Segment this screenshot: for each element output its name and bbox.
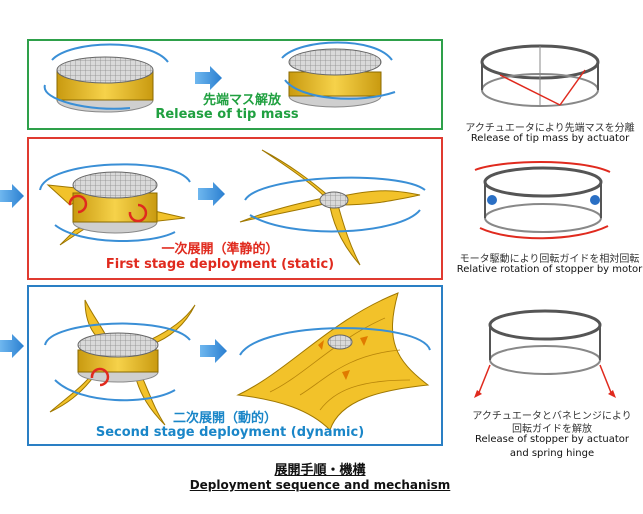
stage3-title-en: Second stage deployment (dynamic)	[95, 425, 365, 440]
footer-title-jp: 展開手順・機構	[274, 463, 366, 478]
stage-transition-arrow-2	[198, 182, 225, 206]
stage3-title-jp: 二次展開（動的）	[172, 411, 277, 426]
mechanism-photo-stopper-release	[474, 309, 618, 398]
entry-arrow-stage3	[0, 334, 24, 358]
mechanism-photo-motor-rotation	[470, 161, 615, 245]
stage2-title-en: First stage deployment (static)	[105, 257, 335, 272]
mech3-caption-en-line1: Release of stopper by actuator	[474, 434, 630, 445]
mech3-caption-jp-line2: 回転ガイドを解放	[512, 424, 592, 435]
stage1-title-en: Release of tip mass	[155, 107, 299, 122]
mechanism-photo-tip-release	[470, 42, 610, 112]
mech2-caption-jp: モータ駆動により回転ガイドを相対回転	[459, 254, 640, 265]
mech2-caption-en: Relative rotation of stopper by motor	[456, 264, 643, 275]
stage1-before-drum	[43, 43, 169, 113]
stage3-before-drum	[44, 299, 196, 426]
mech3-caption-jp-line1: アクチュエータとバネヒンジにより	[472, 411, 632, 422]
footer-title-en: Deployment sequence and mechanism	[189, 478, 451, 492]
stage3-after-sail	[236, 292, 431, 431]
stage2-title-jp: 一次展開（準静的）	[161, 242, 279, 257]
entry-arrow-stage2	[0, 184, 24, 208]
stage1-after-drum	[281, 41, 396, 108]
stage-transition-arrow-3	[200, 339, 227, 363]
stage2-after-cross	[239, 149, 426, 266]
mech1-caption-jp: アクチュエータにより先端マスを分離	[465, 123, 635, 134]
mech1-caption-en: Release of tip mass by actuator	[470, 133, 630, 144]
stage2-before-drum	[39, 163, 191, 246]
stage-transition-arrow-1	[195, 66, 222, 90]
mech3-caption-en-line2: and spring hinge	[509, 448, 595, 459]
stage1-title-jp: 先端マス解放	[202, 93, 281, 108]
